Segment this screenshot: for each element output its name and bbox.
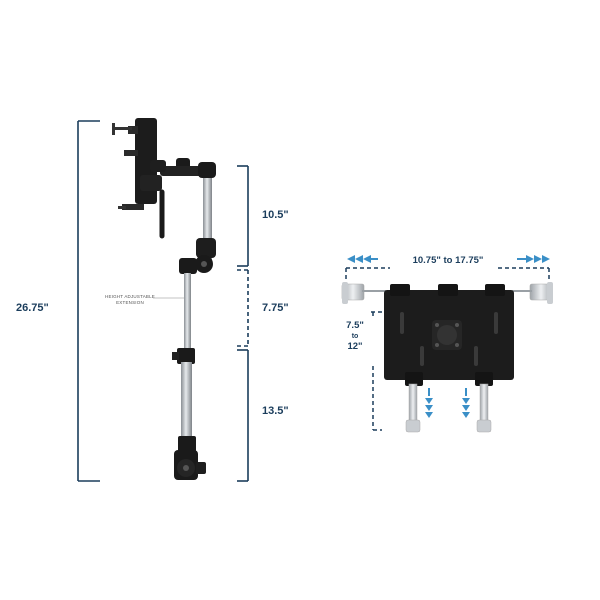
lower-segment-bracket bbox=[237, 349, 249, 482]
side-clamps bbox=[341, 282, 553, 304]
expand-right-arrows bbox=[517, 255, 550, 263]
callout-line-2: EXTENSION bbox=[116, 300, 144, 305]
tablet-holder-plate bbox=[384, 284, 514, 386]
upper-segment-label: 10.5" bbox=[262, 209, 289, 221]
width-dimension-lines bbox=[345, 267, 550, 282]
expand-down-arrows bbox=[425, 388, 470, 418]
middle-segment-bracket bbox=[237, 269, 249, 347]
lower-segment-label: 13.5" bbox=[262, 405, 289, 417]
middle-segment-label: 7.75" bbox=[262, 302, 289, 314]
height-range-label: 7.5" to 12" bbox=[340, 320, 370, 353]
total-height-label: 26.75" bbox=[16, 302, 49, 314]
width-range-label: 10.75" to 17.75" bbox=[412, 255, 484, 266]
upper-segment-bracket bbox=[237, 165, 249, 267]
stand-product bbox=[112, 118, 216, 480]
height-max: 12" bbox=[347, 341, 363, 352]
total-height-bracket bbox=[77, 120, 100, 482]
height-to: to bbox=[351, 333, 359, 340]
callout-line-1: HEIGHT ADJUSTABLE bbox=[105, 294, 155, 299]
height-adjustable-callout: HEIGHT ADJUSTABLE EXTENSION bbox=[104, 294, 156, 306]
height-dimension-lines bbox=[371, 311, 383, 431]
height-min: 7.5" bbox=[346, 320, 364, 331]
expand-left-arrows bbox=[347, 255, 378, 263]
bottom-clamps bbox=[405, 383, 492, 433]
